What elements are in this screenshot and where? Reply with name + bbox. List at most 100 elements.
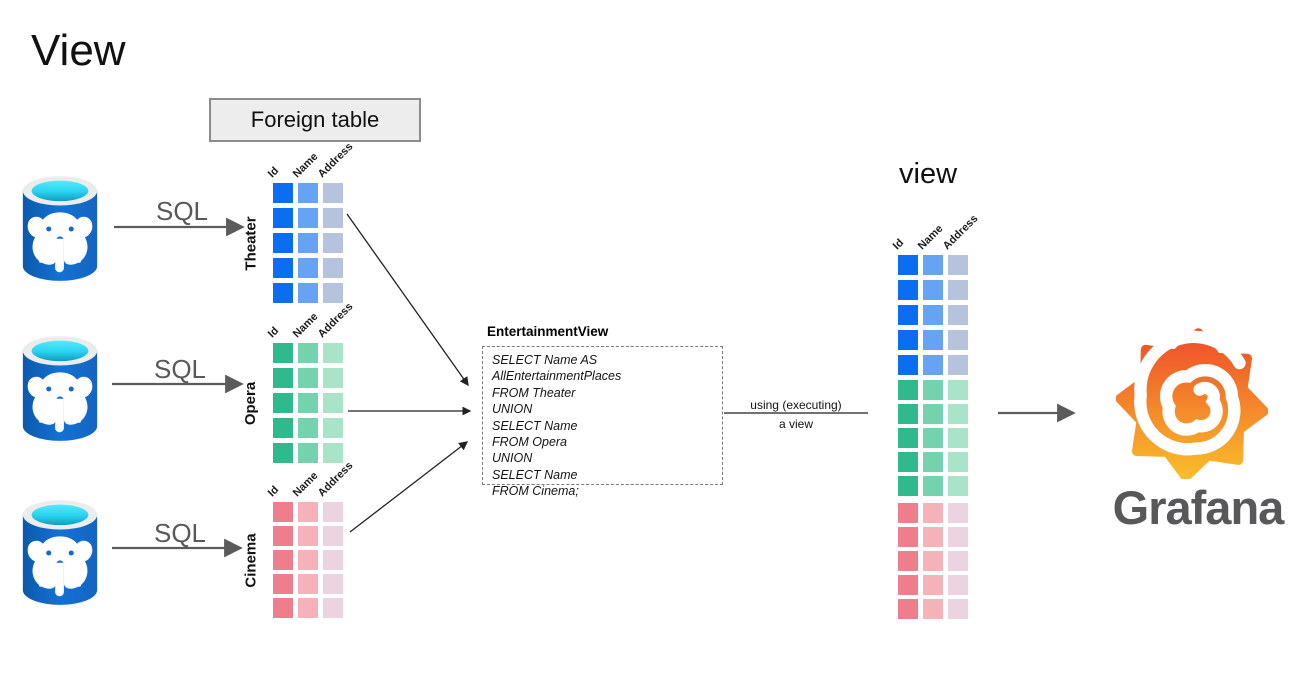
column-header: Address — [315, 459, 356, 500]
table-name-label: Opera — [242, 381, 260, 425]
table-cell — [948, 380, 968, 400]
table-cell — [923, 305, 943, 325]
theater-to-box-arrow — [346, 213, 469, 387]
table-cell — [273, 550, 293, 570]
table-cell — [923, 280, 943, 300]
table-cell — [898, 305, 918, 325]
foreign-table-label: Foreign table — [250, 107, 380, 132]
table-cell — [273, 258, 293, 278]
sql-arrow-label: SQL — [153, 354, 207, 384]
column-header: Address — [940, 212, 981, 253]
table-cell — [923, 503, 943, 523]
table-cell — [948, 503, 968, 523]
table-cell — [273, 368, 293, 388]
table-cell — [898, 255, 918, 275]
sql-line: FROM Opera — [492, 435, 568, 450]
table-cell — [948, 452, 968, 472]
table-cell — [898, 575, 918, 595]
table-cell — [323, 598, 343, 618]
table-cell — [298, 443, 318, 463]
table-cell — [273, 443, 293, 463]
table-cell — [323, 183, 343, 203]
table-cell — [898, 330, 918, 350]
table-cell — [273, 598, 293, 618]
table-cell — [273, 283, 293, 303]
table-cell — [923, 355, 943, 375]
table-name-label: Theater — [242, 215, 260, 271]
table-cell — [273, 526, 293, 546]
postgres-db-icon — [16, 330, 104, 448]
column-header: Name — [290, 310, 321, 341]
table-cell — [948, 305, 968, 325]
table-cell — [273, 183, 293, 203]
table-cell — [323, 502, 343, 522]
table-cell — [923, 476, 943, 496]
column-header: Id — [265, 324, 282, 341]
table-cell — [298, 393, 318, 413]
table-cell — [898, 599, 918, 619]
table-cell — [948, 255, 968, 275]
table-cell — [298, 368, 318, 388]
table-cell — [273, 208, 293, 228]
table-cell — [298, 183, 318, 203]
table-cell — [298, 283, 318, 303]
table-cell — [898, 452, 918, 472]
table-cell — [898, 355, 918, 375]
table-cell — [948, 476, 968, 496]
table-cell — [923, 527, 943, 547]
page-title: View — [31, 26, 126, 75]
table-cell — [323, 233, 343, 253]
cinema-to-box-arrow — [349, 441, 469, 533]
sql-line: FROM Theater — [492, 385, 576, 400]
column-header: Name — [915, 222, 946, 253]
foreign-table-label-box: Foreign table — [209, 98, 421, 142]
table-cell — [948, 599, 968, 619]
table-cell — [923, 428, 943, 448]
table-cell — [948, 280, 968, 300]
table-cell — [948, 330, 968, 350]
table-cell — [923, 551, 943, 571]
table-cell — [898, 404, 918, 424]
table-cell — [298, 526, 318, 546]
table-cell — [273, 343, 293, 363]
table-cell — [323, 574, 343, 594]
table-cell — [273, 502, 293, 522]
sql-line: UNION — [492, 402, 533, 417]
table-cell — [898, 551, 918, 571]
table-cell — [298, 574, 318, 594]
connector-label-top: using (executing) — [750, 398, 842, 412]
table-to-sqlbox-arrows — [346, 213, 472, 533]
sql-line: SELECT Name AS AllEntertainmentPlaces — [492, 353, 622, 384]
column-header: Name — [290, 469, 321, 500]
table-name-label: Cinema — [242, 532, 260, 588]
table-cell — [273, 418, 293, 438]
sql-line: SELECT Name — [492, 418, 578, 433]
sql-line: SELECT Name — [492, 467, 578, 482]
table-cell — [923, 330, 943, 350]
table-cell — [948, 428, 968, 448]
table-cell — [923, 380, 943, 400]
table-cell — [298, 258, 318, 278]
table-cell — [923, 599, 943, 619]
column-header: Id — [890, 236, 907, 253]
sql-line: UNION — [492, 451, 533, 466]
sqlbox-title: EntertainmentView — [487, 324, 609, 339]
column-header: Name — [290, 150, 321, 181]
table-cell — [948, 551, 968, 571]
table-cell — [923, 452, 943, 472]
table-cell — [298, 598, 318, 618]
table-cell — [273, 574, 293, 594]
table-cell — [323, 208, 343, 228]
connector-label-bottom: a view — [778, 417, 813, 431]
table-cell — [898, 527, 918, 547]
table-cell — [298, 208, 318, 228]
column-header: Id — [265, 164, 282, 181]
table-cell — [323, 368, 343, 388]
column-header: Address — [315, 300, 356, 341]
table-cell — [298, 502, 318, 522]
table-cell — [898, 380, 918, 400]
table-cell — [898, 428, 918, 448]
table-cell — [273, 233, 293, 253]
